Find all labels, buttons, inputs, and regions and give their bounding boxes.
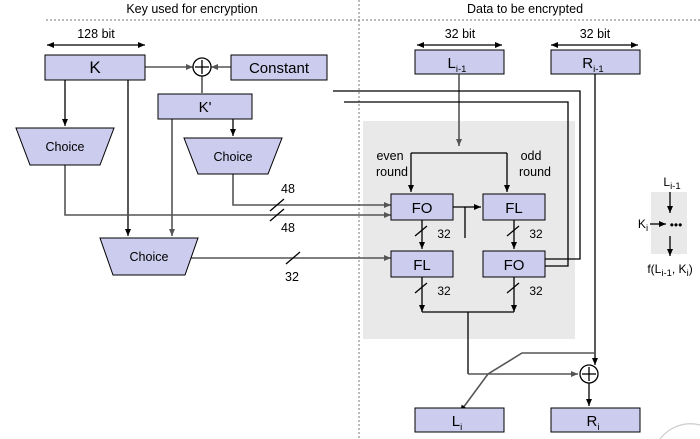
- slash-fl-odd-out: [506, 225, 520, 237]
- box-key-k[interactable]: [44, 54, 146, 81]
- dimension-label-right-data: 32 bit: [580, 27, 611, 41]
- legend-panel: [651, 192, 687, 254]
- label-odd-round-line1: odd: [521, 149, 542, 163]
- label-kprime: K': [199, 99, 212, 116]
- box-l-output[interactable]: [414, 407, 505, 433]
- dimension-label-key: 128 bit: [77, 27, 115, 41]
- box-fl-odd[interactable]: [482, 193, 546, 221]
- label-odd-round-line2: round: [519, 165, 551, 179]
- header-data-side: Data to be encrypted: [467, 2, 583, 16]
- label-even-round-line1: even: [376, 149, 403, 163]
- slash-fo-odd-out: [506, 282, 520, 294]
- dimension-label-left-data: 32 bit: [445, 27, 476, 41]
- box-r-output[interactable]: [550, 407, 641, 433]
- box-kprime[interactable]: [157, 93, 253, 120]
- label-fo-odd: FO: [504, 257, 525, 274]
- width-fl-even-out: 32: [437, 284, 451, 298]
- wire-choice1-bus48-bottom: [64, 165, 391, 218]
- label-r-output: Ri: [587, 413, 600, 433]
- box-constant[interactable]: [230, 54, 328, 81]
- wire-r-to-l-out: [459, 352, 595, 413]
- box-choice-2[interactable]: [183, 137, 283, 175]
- label-choice-3: Choice: [130, 250, 169, 264]
- label-l-input: Li-1: [448, 55, 467, 75]
- box-fo-odd[interactable]: [482, 250, 546, 278]
- label-fl-odd: FL: [505, 200, 523, 217]
- legend-output-label: f(Li-1, Ki): [647, 262, 692, 279]
- bus-label-48-bottom: 48: [281, 221, 295, 235]
- box-r-input[interactable]: [550, 49, 641, 75]
- box-fo-even[interactable]: [390, 193, 454, 221]
- bus-slash-48-top: [269, 198, 285, 212]
- box-choice-3[interactable]: [99, 237, 199, 276]
- slash-fl-even-out: [414, 282, 428, 294]
- wire-feedback-inner: [344, 101, 569, 269]
- label-constant: Constant: [249, 60, 310, 77]
- label-choice-1: Choice: [46, 140, 85, 154]
- label-fo-even: FO: [412, 200, 433, 217]
- legend-input-label: Li-1: [663, 175, 680, 192]
- label-r-input: Ri-1: [582, 55, 603, 75]
- wire-feedback-outer: [333, 90, 581, 262]
- box-choice-1[interactable]: [15, 127, 115, 166]
- label-key-k: K: [89, 58, 101, 77]
- label-even-round-line2: round: [376, 165, 408, 179]
- wire-choice2-bus48-top: [232, 174, 391, 208]
- bus-slash-32: [285, 251, 301, 265]
- width-fl-odd-out: 32: [529, 227, 543, 241]
- box-fl-even[interactable]: [390, 250, 454, 278]
- round-function-panel: [363, 121, 575, 339]
- width-fo-even-out: 32: [437, 227, 451, 241]
- slash-fo-even-out: [414, 225, 428, 237]
- label-fl-even: FL: [413, 257, 431, 274]
- legend-body-dots: •••: [670, 218, 683, 232]
- bus-slash-48-bottom: [269, 208, 285, 222]
- width-fo-odd-out: 32: [529, 284, 543, 298]
- header-key-side: Key used for encryption: [126, 2, 257, 16]
- corner-arc-decoration: [659, 423, 700, 439]
- bus-label-48-top: 48: [281, 182, 295, 196]
- label-choice-2: Choice: [214, 150, 253, 164]
- label-l-output: Li: [452, 413, 462, 433]
- bus-label-32: 32: [285, 270, 299, 284]
- legend-key-label: Ki: [638, 217, 648, 234]
